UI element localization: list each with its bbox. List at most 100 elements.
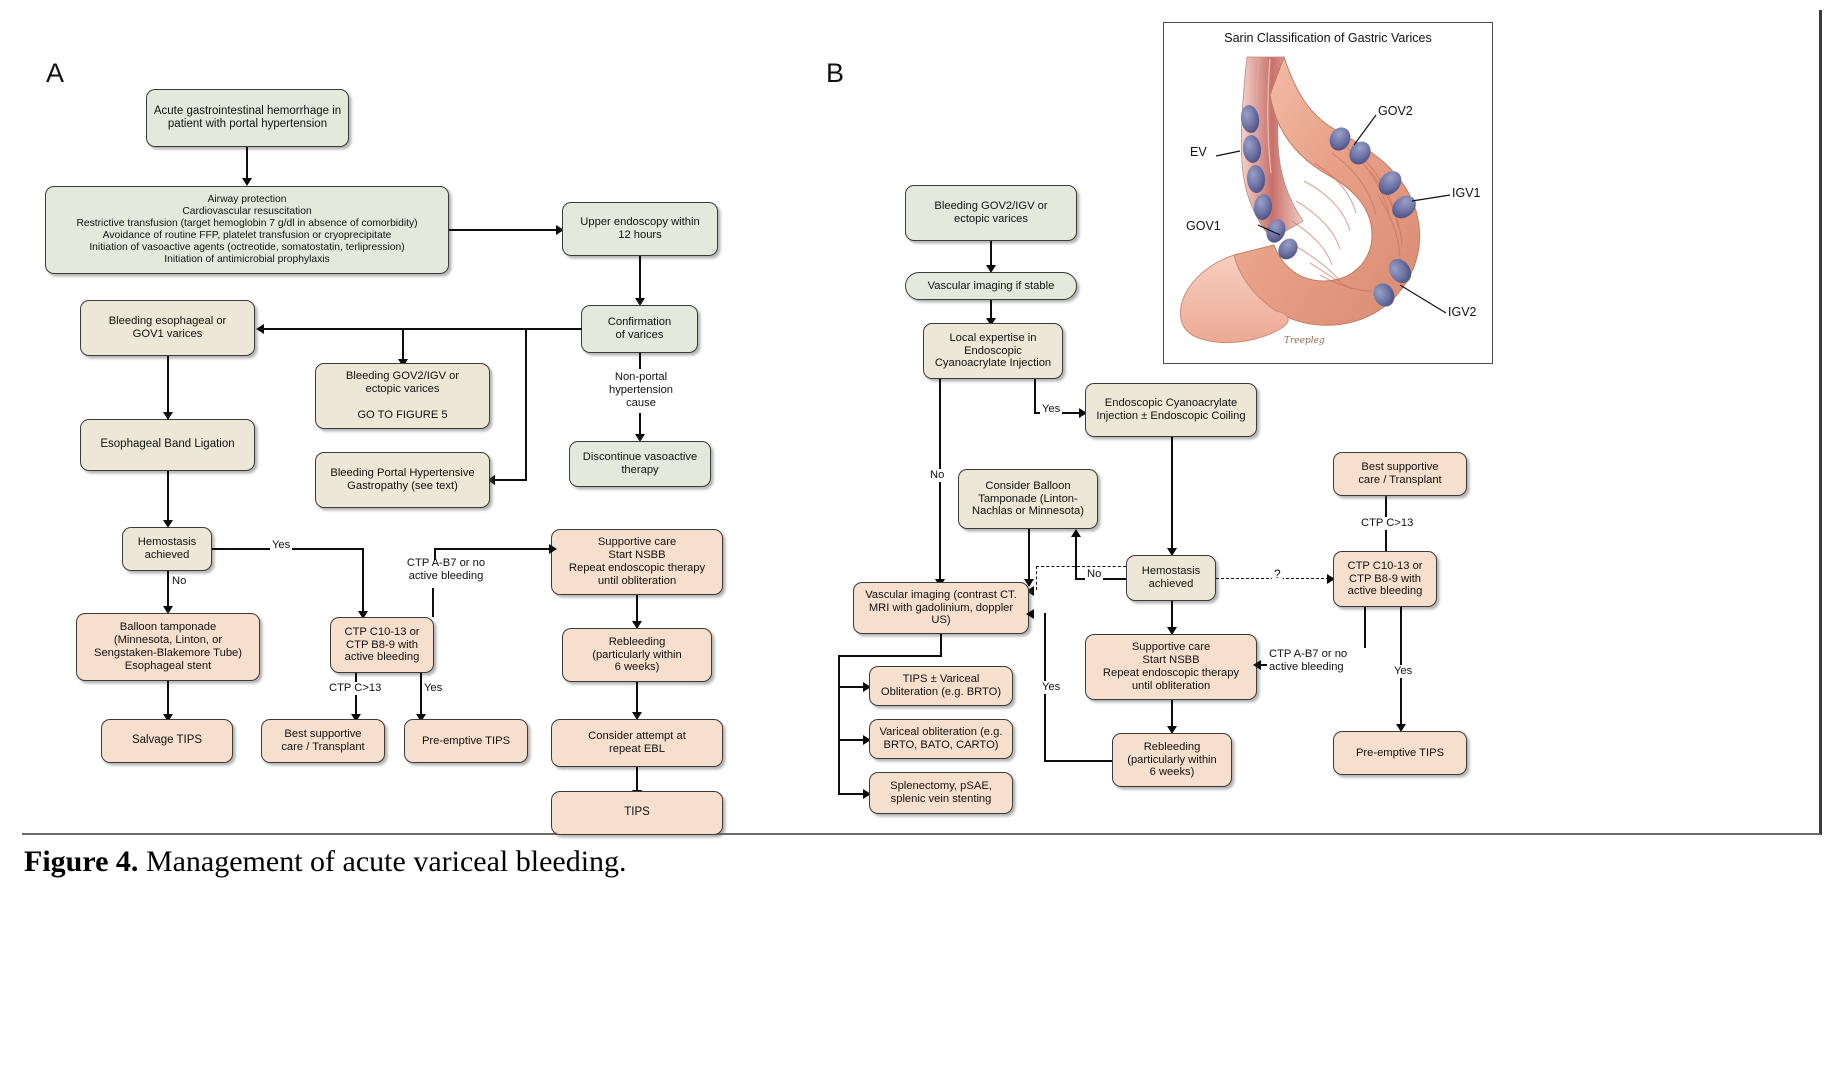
label-question-mark: ? <box>1272 567 1283 582</box>
node-acute-gi-hemorrhage[interactable]: Acute gastrointestinal hemorrhage in pat… <box>146 89 349 147</box>
edge-confirmation-to-gastropathy-v <box>525 328 527 480</box>
node-consider-balloon-tamponade[interactable]: Consider Balloon Tamponade (Linton- Nach… <box>958 469 1098 529</box>
arrowhead <box>487 475 495 485</box>
node-bleeding-gov2-igv[interactable]: Bleeding GOV2/IGV or ectopic varices GO … <box>315 363 490 429</box>
edge-supportive-to-rebleeding-b <box>1171 700 1173 729</box>
inset-label-gov2: GOV2 <box>1378 104 1413 118</box>
edge-confirmation-to-esoph <box>262 328 582 330</box>
node-repeat-ebl[interactable]: Consider attempt at repeat EBL <box>551 719 723 767</box>
arrowhead <box>986 265 996 273</box>
illustration-signature: Treepleg <box>1284 336 1325 346</box>
node-preemptive-tips-b[interactable]: Pre-emptive TIPS <box>1333 731 1467 775</box>
edge-confirmation-to-nonportal <box>639 353 641 369</box>
node-tips-variceal-obliteration[interactable]: TIPS ± Variceal Obliteration (e.g. BRTO) <box>869 666 1013 706</box>
inset-label-igv2: IGV2 <box>1448 305 1477 319</box>
edge-to-variceal-oblit <box>838 739 866 741</box>
arrowhead <box>1026 609 1034 619</box>
label-yes-ctp-a: Yes <box>422 682 445 695</box>
edge-resus-to-endoscopy <box>449 229 559 231</box>
arrowhead <box>632 621 642 629</box>
node-tips-a[interactable]: TIPS <box>551 791 723 835</box>
arrowhead <box>1167 548 1177 556</box>
node-portal-hypertensive-gastropathy[interactable]: Bleeding Portal Hypertensive Gastropathy… <box>315 452 490 508</box>
edge-band-to-hemostasis <box>167 471 169 523</box>
label-yes-expertise: Yes <box>1040 403 1063 416</box>
label-yes-rebleed-b: Yes <box>1040 681 1063 694</box>
edge-vascular-fanout-spine <box>838 655 840 795</box>
edge-balloon-to-vascular-b <box>1028 529 1030 582</box>
arrowhead <box>416 714 426 722</box>
gov2-varices <box>1329 127 1371 165</box>
node-variceal-obliteration[interactable]: Variceal obliteration (e.g. BRTO, BATO, … <box>869 719 1013 759</box>
node-cyanoacrylate-injection[interactable]: Endoscopic Cyanoacrylate Injection ± End… <box>1085 383 1257 437</box>
arrowhead <box>1327 574 1335 584</box>
edge-supportive-to-rebleeding-a <box>636 595 638 624</box>
edge-start-to-resus <box>246 147 248 181</box>
node-vascular-imaging-contrast[interactable]: Vascular imaging (contrast CT. MRI with … <box>853 582 1029 634</box>
edge-vascular-fanout-h <box>838 655 942 657</box>
edge-ebl-to-tips <box>636 767 638 793</box>
node-rebleeding-b[interactable]: Rebleeding (particularly within 6 weeks) <box>1112 733 1232 787</box>
edge-rebleeding-to-ebl <box>636 682 638 715</box>
panel-b-letter: B <box>826 58 845 88</box>
caption-text: Management of acute variceal bleeding. <box>138 845 627 878</box>
arrowhead <box>242 178 252 186</box>
node-hemostasis-achieved-a[interactable]: Hemostasis achieved <box>122 527 212 571</box>
node-hemostasis-achieved-b[interactable]: Hemostasis achieved <box>1126 555 1216 601</box>
edge-ctp-cgt13 <box>355 673 357 717</box>
label-no-expertise: No <box>928 469 947 482</box>
node-bleeding-gov2-igv-b[interactable]: Bleeding GOV2/IGV or ectopic varices <box>905 185 1077 241</box>
edge-rebleeding-yes-h <box>1044 760 1112 762</box>
arrowhead <box>1253 660 1261 670</box>
node-ctp-c10-13-a[interactable]: CTP C10-13 or CTP B8-9 with active bleed… <box>330 617 434 673</box>
edge-vascular-fanout-v <box>940 634 942 656</box>
node-upper-endoscopy[interactable]: Upper endoscopy within 12 hours <box>562 202 718 256</box>
node-best-supportive-a[interactable]: Best supportive care / Transplant <box>261 719 385 763</box>
label-ctp-a-b7-b: CTP A-B7 or no active bleeding <box>1267 648 1367 674</box>
node-rebleeding-a[interactable]: Rebleeding (particularly within 6 weeks) <box>562 628 712 682</box>
edge-ctp-yes <box>420 673 422 717</box>
edge-ctp-ab7-riser-b <box>1364 607 1366 665</box>
node-supportive-care-b[interactable]: Supportive care Start NSBB Repeat endosc… <box>1085 634 1257 700</box>
arrowhead <box>351 714 361 722</box>
node-ctp-c10-13-b[interactable]: CTP C10-13 or CTP B8-9 with active bleed… <box>1333 551 1437 607</box>
node-splenectomy[interactable]: Splenectomy, pSAE, splenic vein stenting <box>869 772 1013 814</box>
node-vascular-imaging-if-stable[interactable]: Vascular imaging if stable <box>905 272 1077 300</box>
node-bleeding-esophageal-gov1[interactable]: Bleeding esophageal or GOV1 varices <box>80 300 255 356</box>
node-esophageal-band-ligation[interactable]: Esophageal Band Ligation <box>80 419 255 471</box>
edge-dashed-riser <box>1036 566 1037 590</box>
arrowhead <box>1396 724 1406 732</box>
arrowhead <box>1167 627 1177 635</box>
inset-label-igv1: IGV1 <box>1452 186 1481 200</box>
arrowhead <box>1071 529 1081 537</box>
label-ctp-c-gt13-a: CTP C>13 <box>327 682 384 695</box>
edge-hemostasis-to-supportive-b <box>1171 601 1173 630</box>
arrowhead <box>556 225 564 235</box>
node-salvage-tips[interactable]: Salvage TIPS <box>101 719 233 763</box>
node-preemptive-tips-a[interactable]: Pre-emptive TIPS <box>404 719 528 763</box>
arrowhead <box>635 434 645 442</box>
edge-ab7-to-supportive <box>434 548 552 550</box>
arrowhead <box>549 544 557 554</box>
arrowhead <box>635 298 645 306</box>
figure-border <box>22 10 1822 835</box>
arrowhead <box>632 712 642 720</box>
edge-endoscopy-to-confirmation <box>639 256 641 301</box>
label-no-hemostasis-b: No <box>1085 568 1104 581</box>
node-balloon-tamponade-a[interactable]: Balloon tamponade (Minnesota, Linton, or… <box>76 613 260 681</box>
edge-to-tips-variceal <box>838 686 866 688</box>
node-discontinue-vasoactive[interactable]: Discontinue vasoactive therapy <box>569 441 711 487</box>
node-resuscitation[interactable]: Airway protection Cardiovascular resusci… <box>45 186 449 274</box>
arrowhead <box>163 714 173 722</box>
node-best-supportive-b[interactable]: Best supportive care / Transplant <box>1333 452 1467 496</box>
panel-a-letter: A <box>46 58 65 88</box>
sarin-classification-inset: Sarin Classification of Gastric Varices <box>1163 22 1493 364</box>
node-confirmation-varices[interactable]: Confirmation of varices <box>581 305 698 353</box>
node-local-expertise[interactable]: Local expertise in Endoscopic Cyanoacryl… <box>923 323 1063 379</box>
edge-ctp-ab7-v <box>432 588 434 617</box>
igv1-varices <box>1378 171 1416 219</box>
node-supportive-care-a[interactable]: Supportive care Start NSBB Repeat endosc… <box>551 529 723 595</box>
edge-dashed-hemostasis-to-vascular <box>1036 566 1126 567</box>
edge-hemostasis-yes-v <box>362 548 364 614</box>
arrowhead <box>986 318 996 326</box>
